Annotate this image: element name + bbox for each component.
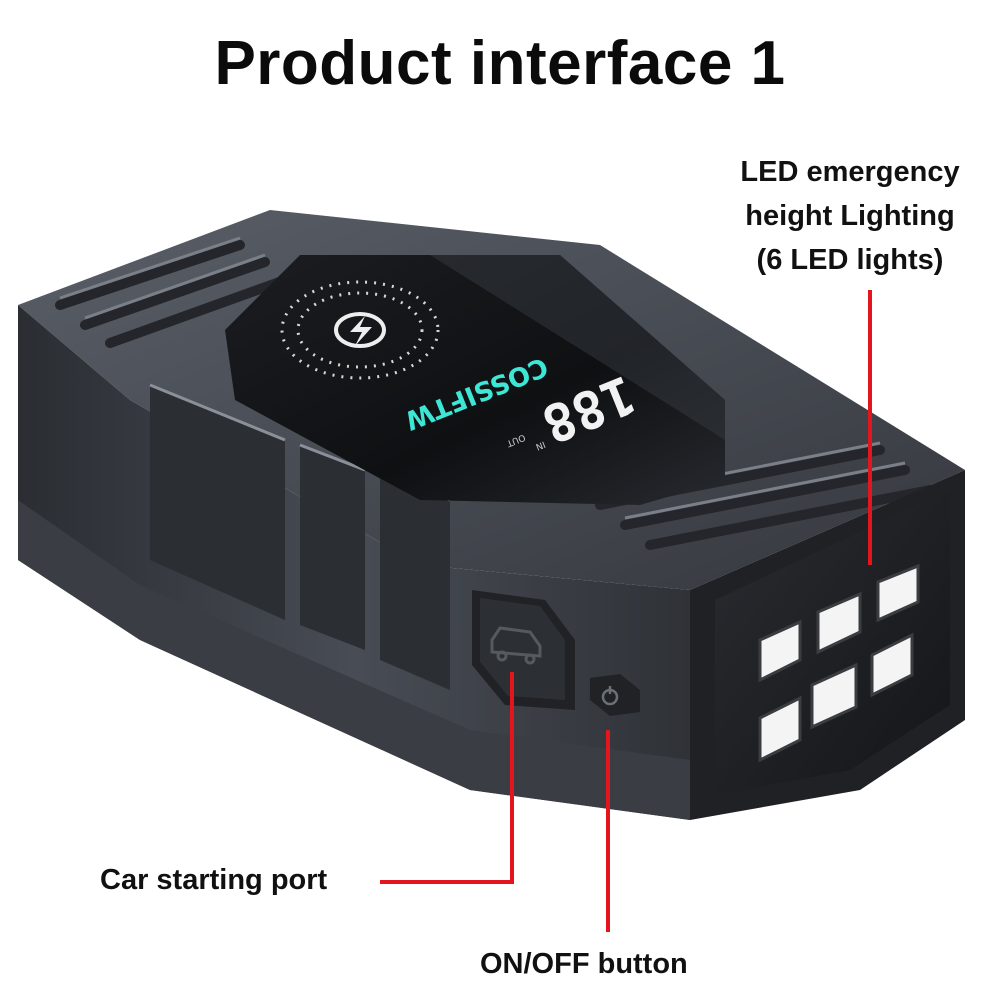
- led-light-6: [870, 632, 914, 698]
- led-light-1: [758, 619, 802, 683]
- wireless-ring: [280, 280, 440, 380]
- car-starting-port: [472, 590, 575, 710]
- led-label-line-3: (6 LED lights): [756, 244, 944, 276]
- screen-glare: [430, 255, 725, 440]
- display-indicator-in: IN: [534, 438, 546, 451]
- led-light-4: [758, 695, 802, 763]
- power-icon: [601, 686, 619, 706]
- page-title: Product interface 1: [214, 29, 786, 98]
- led-lights: [758, 563, 920, 763]
- side-segments: [150, 385, 450, 690]
- port-callout-line: [380, 672, 514, 884]
- led-lighting-label: LED emergency height Lighting (6 LED lig…: [700, 150, 1000, 282]
- led-light-5: [810, 662, 858, 730]
- car-port-label: Car starting port: [100, 864, 328, 896]
- led-label-line-2: height Lighting: [745, 200, 955, 232]
- onoff-button-shape: [590, 674, 640, 716]
- led-light-3: [876, 563, 920, 623]
- led-label-line-1: LED emergency: [740, 156, 960, 188]
- car-icon: [490, 626, 542, 665]
- led-light-2: [816, 591, 862, 655]
- body-side-band: [18, 500, 690, 820]
- callout-lines: [380, 290, 872, 932]
- onoff-button-label: ON/OFF button: [480, 948, 688, 980]
- rib-highlights: [59, 236, 906, 520]
- lightning-bolt-icon: [334, 312, 386, 348]
